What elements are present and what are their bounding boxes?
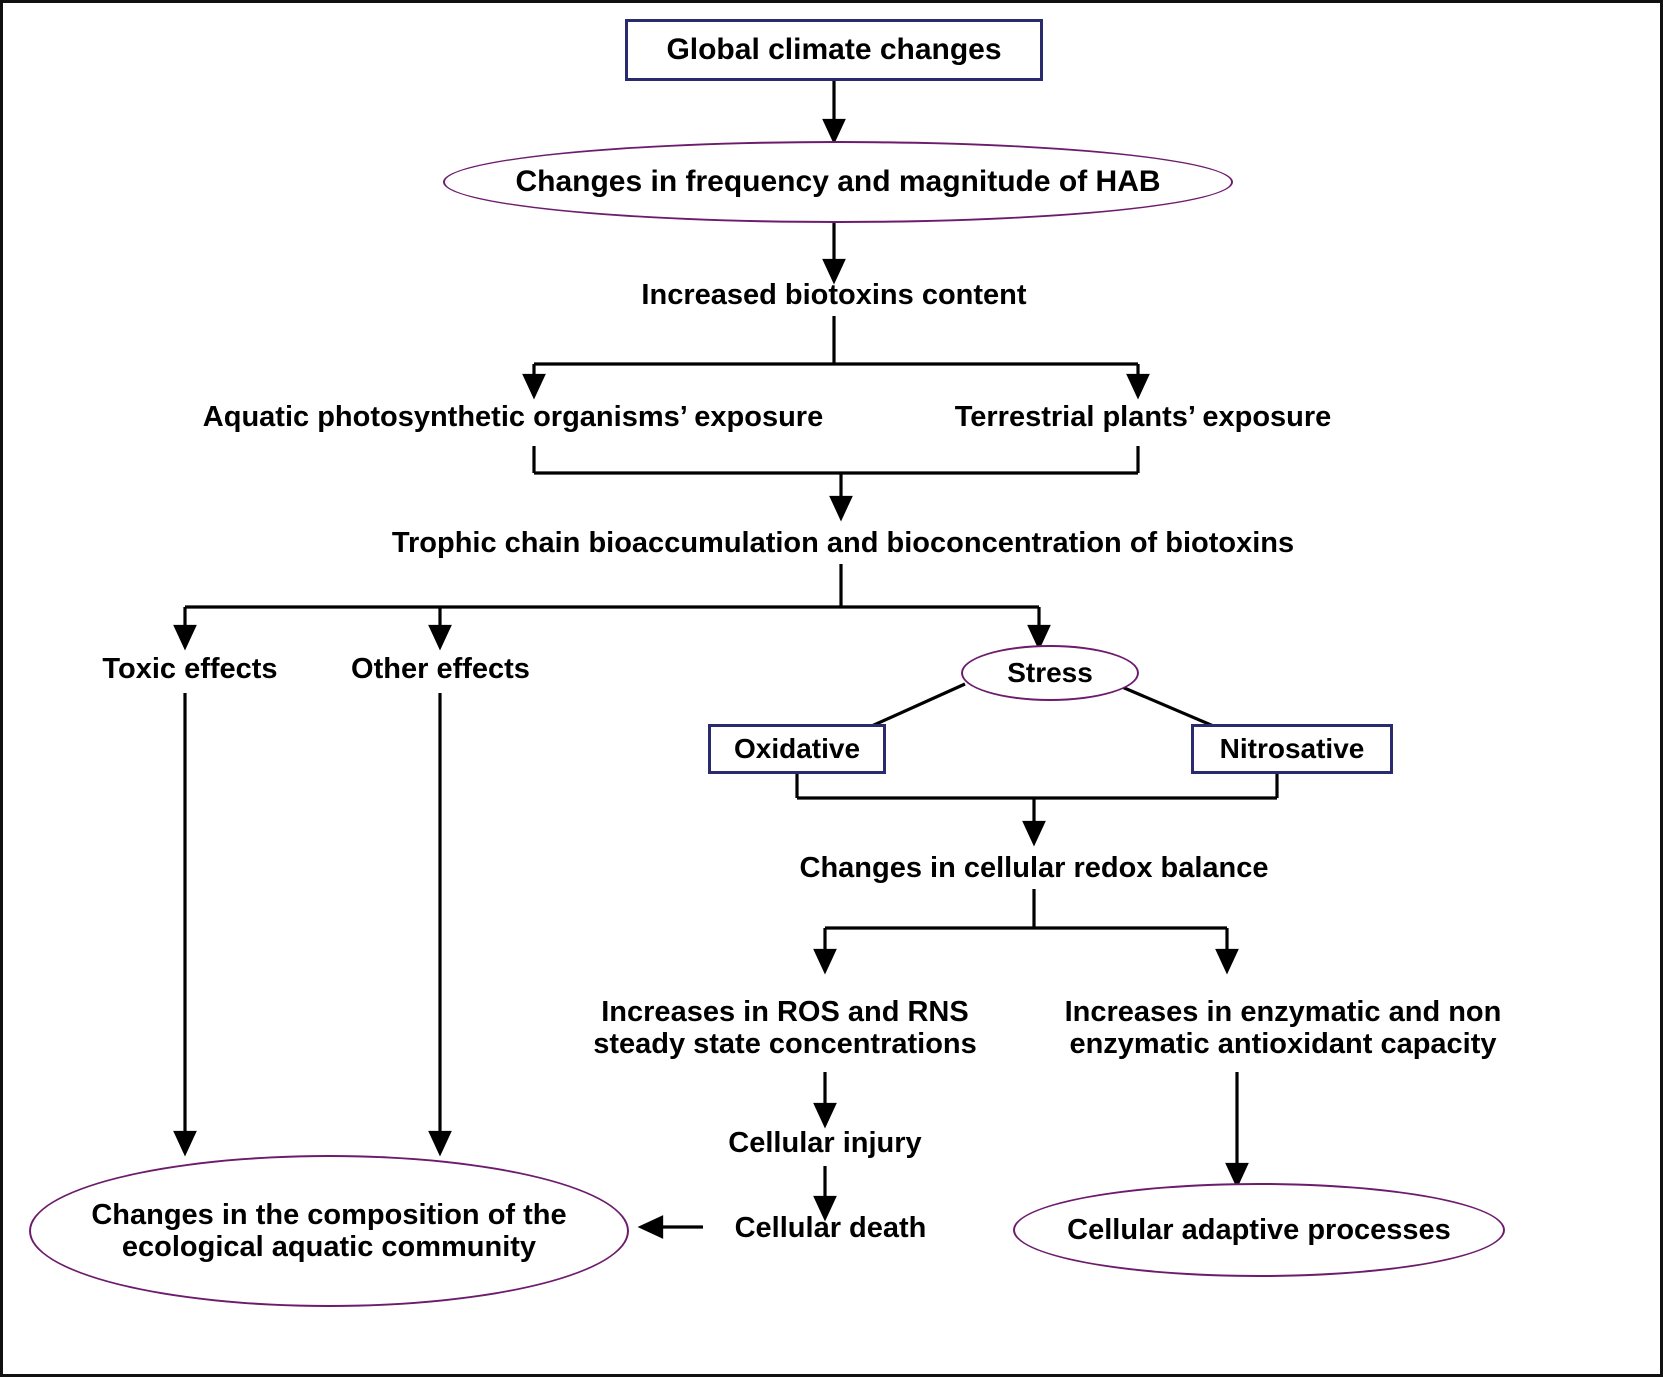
node-other-effects: Other effects <box>351 652 530 685</box>
node-stress[interactable]: Stress <box>961 645 1139 701</box>
node-redox-balance: Changes in cellular redox balance <box>799 851 1269 884</box>
node-terrestrial-exposure: Terrestrial plants’ exposure <box>954 400 1332 433</box>
node-increased-biotoxins: Increased biotoxins content <box>641 278 1027 311</box>
node-cellular-injury: Cellular injury <box>728 1126 922 1159</box>
node-cellular-death: Cellular death <box>734 1211 927 1244</box>
node-trophic-chain: Trophic chain bioaccumulation and biocon… <box>391 526 1295 559</box>
node-antioxidant-capacity: Increases in enzymatic and non enzymatic… <box>1064 995 1502 1060</box>
node-aquatic-exposure: Aquatic photosynthetic organisms’ exposu… <box>202 400 824 433</box>
node-oxidative[interactable]: Oxidative <box>708 724 886 774</box>
node-global-climate-changes[interactable]: Global climate changes <box>625 19 1043 81</box>
node-cellular-adaptive[interactable]: Cellular adaptive processes <box>1013 1183 1505 1277</box>
node-nitrosative[interactable]: Nitrosative <box>1191 724 1393 774</box>
node-ros-rns: Increases in ROS and RNS steady state co… <box>593 995 977 1060</box>
node-ecological-community[interactable]: Changes in the composition of the ecolog… <box>29 1155 629 1307</box>
node-toxic-effects: Toxic effects <box>102 652 278 685</box>
node-changes-hab[interactable]: Changes in frequency and magnitude of HA… <box>443 141 1233 223</box>
